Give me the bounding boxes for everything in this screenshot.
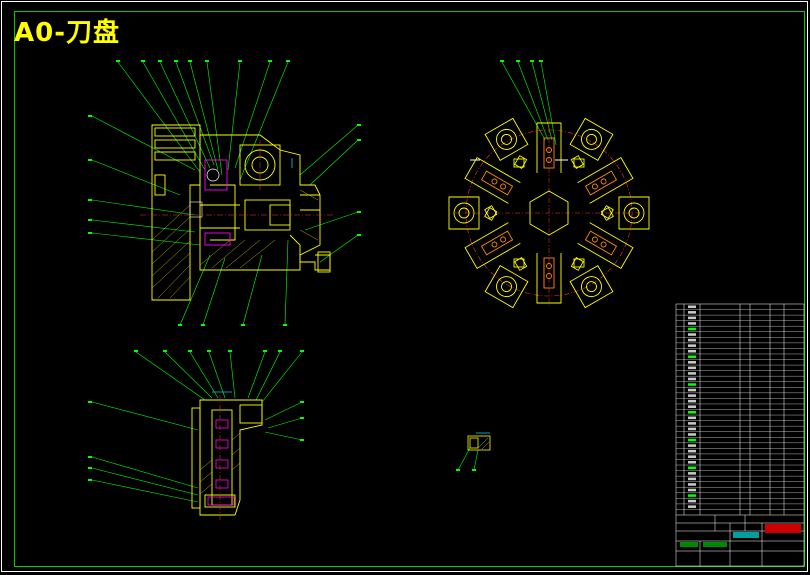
parts-row-mark: [688, 477, 696, 481]
parts-row-mark: [688, 383, 696, 386]
parts-row-mark: [688, 344, 696, 347]
small-detail-view: [456, 432, 491, 471]
parts-row-mark: [688, 327, 696, 331]
parts-row-mark: [688, 460, 696, 464]
parts-row-mark: [688, 394, 696, 397]
parts-row-mark: [688, 361, 696, 364]
inner-frame: [14, 11, 805, 567]
parts-row-mark: [688, 322, 696, 325]
parts-row-mark: [688, 438, 696, 442]
parts-row-mark: [688, 483, 696, 486]
parts-row-mark: [688, 338, 696, 342]
parts-row-mark: [688, 466, 696, 470]
parts-row-mark: [688, 333, 696, 336]
parts-row-mark: [688, 388, 696, 392]
main-section-view: A: [88, 60, 361, 326]
parts-row-mark: [688, 305, 696, 309]
lower-section-view: [88, 350, 304, 520]
turret-front-view: [448, 60, 650, 309]
parts-row-mark: [688, 316, 696, 320]
parts-row-mark: [688, 405, 696, 408]
parts-row-mark: [688, 433, 696, 436]
parts-row-mark: [688, 472, 696, 475]
parts-row-mark: [688, 499, 696, 503]
parts-row-mark: [688, 488, 696, 492]
parts-row-mark: [688, 355, 696, 359]
parts-row-mark: [688, 366, 696, 370]
parts-row-mark: [688, 422, 696, 425]
parts-row-mark: [688, 505, 696, 508]
view-tag-a: A: [294, 156, 297, 162]
parts-row-mark: [688, 455, 696, 458]
drawing-title: A0-刀盘: [14, 18, 121, 48]
parts-row-mark: [688, 411, 696, 414]
parts-row-mark: [688, 416, 696, 420]
parts-row-mark: [688, 427, 696, 431]
parts-row-mark: [688, 399, 696, 403]
parts-row-mark: [688, 372, 696, 375]
parts-row-mark: [688, 349, 696, 353]
parts-row-mark: [688, 311, 696, 314]
parts-row-mark: [688, 494, 696, 497]
parts-row-mark: [688, 449, 696, 453]
parts-row-mark: [688, 444, 696, 447]
parts-list-rows: [676, 305, 804, 510]
parts-row-mark: [688, 377, 696, 381]
